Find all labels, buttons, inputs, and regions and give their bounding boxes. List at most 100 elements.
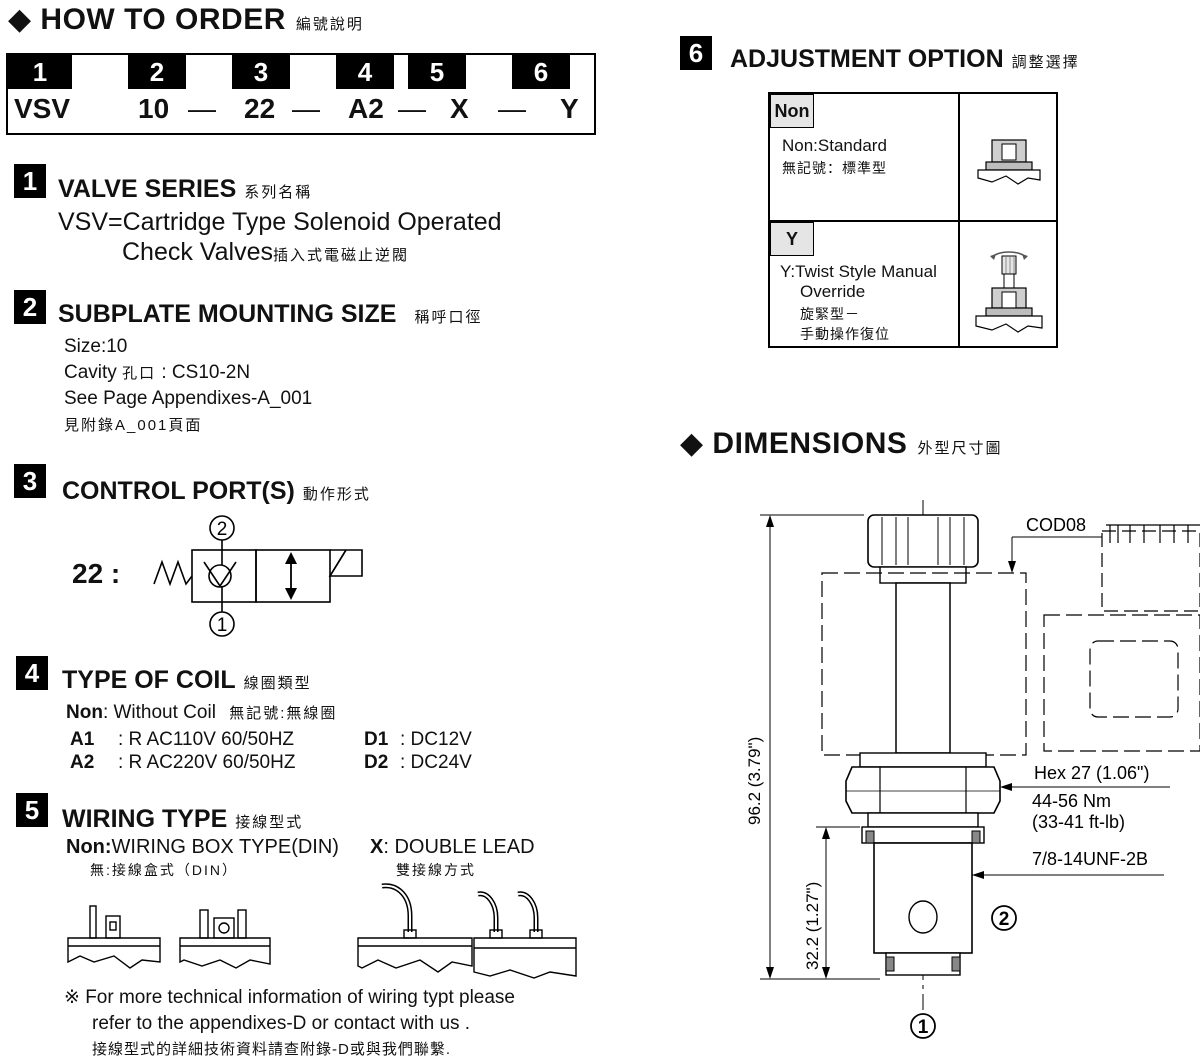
standard-cap-drawing (977, 139, 1041, 185)
wiring-x-cjk: 雙接線方式 (396, 862, 476, 878)
wiring-non-code: Non: (66, 836, 112, 858)
coil-item-d1: D1 : DC12V (364, 729, 472, 751)
port-label-2: 2 (217, 519, 228, 540)
wiring-x-text: : DOUBLE LEAD (383, 836, 535, 858)
adjust-row2-text2: Override (800, 282, 866, 301)
order-position-5: 5 (408, 55, 466, 89)
coil-code: D2 (364, 752, 389, 773)
adjustment-title-cjk: 調整選擇 (1011, 54, 1080, 71)
port-label-1: 1 (217, 615, 228, 636)
coil-title: TYPE OF COIL (62, 666, 236, 694)
adjust-row1-text: Non:Standard (782, 136, 887, 155)
twist-override-drawing (975, 251, 1043, 333)
valve-dimension-drawing: 96.2 (3.79") 32.2 (1.27") COD08 Hex 27 (… (745, 500, 1200, 1039)
order-position-3: 3 (232, 55, 290, 89)
order-code-dash: — (498, 93, 526, 124)
order-code-series: VSV (14, 93, 71, 124)
coil-code: A1 (70, 729, 95, 750)
diamond-icon: ◆ (680, 427, 704, 460)
wiring-title-cjk: 接線型式 (235, 814, 304, 831)
adjust-tag-y: Y (770, 222, 814, 256)
adjust-row2-cjk2: 手動操作復位 (800, 326, 890, 342)
double-lead-double-drawing (473, 891, 577, 979)
coil-desc: : R AC220V 60/50HZ (118, 752, 296, 773)
valve-series-heading: VALVE SERIES 系列名稱 (58, 175, 312, 204)
wiring-non-text: WIRING BOX TYPE(DIN) (111, 836, 339, 858)
dimensions-title: DIMENSIONS (712, 427, 908, 460)
order-code-header: 1 2 3 4 5 6 (8, 55, 594, 89)
order-code-table: 1 2 3 4 5 6 VSV 10 — 22 — A2 — X — Y (6, 53, 596, 135)
dim-port-label-2: 2 (999, 909, 1010, 930)
wiring-note-line1: ※ For more technical information of wiri… (64, 987, 515, 1008)
valve-series-line2: Check Valves插入式電磁止逆閥 (122, 238, 409, 267)
adjustment-table: Non Non:Standard 無記號：標準型 Y Y:Twist Style… (768, 92, 1058, 348)
order-code-dash: — (292, 93, 320, 124)
control-ports-code: 22 : (72, 558, 121, 589)
control-ports-title-cjk: 動作形式 (302, 486, 371, 503)
coil-ref-label: COD08 (1026, 515, 1086, 535)
subplate-cavity-cjk: 孔口 (122, 365, 157, 382)
section-number-5: 5 (16, 793, 48, 827)
coil-non-line: Non: Without Coil 無記號:無線圈 (66, 702, 337, 724)
wiring-non-line: Non:WIRING BOX TYPE(DIN) (66, 836, 339, 859)
coil-code: A2 (70, 752, 95, 773)
valve-series-title-cjk: 系列名稱 (244, 184, 313, 201)
order-code-adjust: Y (560, 93, 579, 124)
subplate-cavity-value: : CS10-2N (161, 362, 251, 383)
wiring-x-line: X: DOUBLE LEAD (370, 836, 535, 859)
order-position-2: 2 (128, 55, 186, 89)
coil-non-code: Non (66, 702, 103, 723)
dimensions-title-cjk: 外型尺寸圖 (917, 440, 1003, 457)
wiring-title: WIRING TYPE (62, 805, 228, 833)
coil-desc: : DC12V (400, 729, 472, 750)
diamond-icon: ◆ (8, 3, 32, 36)
coil-title-cjk: 線圈類型 (243, 675, 312, 692)
how-to-order-title: HOW TO ORDER (40, 3, 286, 36)
subplate-see-page: See Page Appendixes-A_001 (64, 388, 313, 409)
order-position-4: 4 (336, 55, 394, 89)
order-code-dash: — (188, 93, 216, 124)
valve-series-line1: VSV=Cartridge Type Solenoid Operated (58, 208, 502, 236)
hex-label: Hex 27 (1.06") (1034, 763, 1149, 783)
valve-series-line2-text: Check Valves (122, 238, 273, 266)
hydraulic-symbol: 2 1 (153, 515, 363, 637)
valve-series-line2-cjk: 插入式電磁止逆閥 (273, 247, 410, 264)
thread-label: 7/8-14UNF-2B (1032, 849, 1148, 869)
din-box-double-drawing (179, 909, 271, 969)
adjustment-title: ADJUSTMENT OPTION (730, 45, 1004, 73)
order-code-wiring: X (450, 93, 469, 124)
order-position-1: 1 (8, 55, 72, 89)
adjustment-heading: ADJUSTMENT OPTION 調整選擇 (730, 45, 1080, 74)
coil-code: D1 (364, 729, 389, 750)
coil-non-cjk: 無記號:無線圈 (229, 705, 338, 722)
coil-item-d2: D2: DC24V (364, 752, 472, 774)
subplate-title: SUBPLATE MOUNTING SIZE (58, 300, 397, 328)
wiring-heading: WIRING TYPE 接線型式 (62, 805, 303, 834)
coil-item-a1: A1 : R AC110V 60/50HZ (70, 729, 294, 751)
adjust-row1-cjk: 無記號：標準型 (782, 160, 887, 176)
section-number-1: 1 (14, 164, 46, 198)
wiring-x-code: X (370, 836, 384, 858)
order-code-row: VSV 10 — 22 — A2 — X — Y (8, 89, 594, 135)
coil-desc: : R AC110V 60/50HZ (118, 729, 295, 750)
total-length-label: 96.2 (3.79") (745, 737, 764, 825)
valve-series-title: VALVE SERIES (58, 175, 237, 203)
wiring-note-line2: refer to the appendixes-D or contact wit… (92, 1013, 471, 1034)
section-number-2: 2 (14, 290, 46, 324)
dim-port-label-1: 1 (918, 1017, 929, 1038)
subplate-cavity-label: Cavity (64, 362, 117, 383)
wiring-note-line3: 接線型式的詳細技術資料請查附錄-D或與我們聯繫. (92, 1041, 451, 1058)
din-box-single-drawing (67, 905, 161, 969)
order-position-6: 6 (512, 55, 570, 89)
subplate-cavity: Cavity 孔口 : CS10-2N (64, 362, 250, 384)
order-code-dash: — (398, 93, 426, 124)
order-code-coil: A2 (348, 93, 384, 124)
adjust-row2-text1: Y:Twist Style Manual (780, 262, 937, 281)
control-ports-title: CONTROL PORT(S) (62, 477, 295, 505)
adjust-tag-non: Non (770, 94, 814, 128)
section-number-3: 3 (14, 464, 46, 498)
coil-item-a2: A2 : R AC220V 60/50HZ (70, 752, 295, 774)
torque-ftlb-label: (33-41 ft-lb) (1032, 812, 1125, 832)
